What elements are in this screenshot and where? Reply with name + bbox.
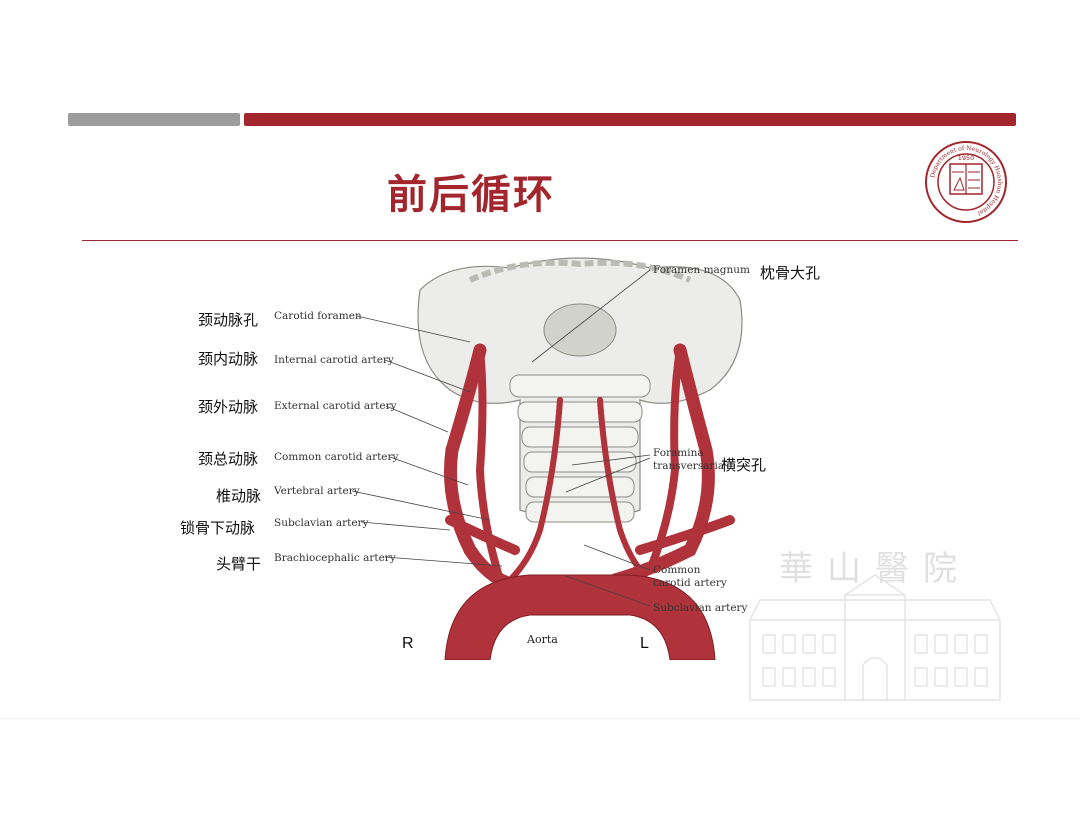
header-bar-red [244,113,1016,126]
side-marker-l: L [640,635,649,652]
footer-divider [0,718,1080,719]
aorta-label: Aorta [526,633,558,646]
slide-title: 前后循环 [387,172,555,218]
label-brachiocephalic-en: Brachiocephalic artery [274,552,396,564]
label-vertebral-cn: 椎动脉 [216,487,262,505]
logo-year: 1950 [958,154,975,162]
label-foramina-en-2: transversaria [653,460,725,472]
label-internal-carotid-cn: 颈内动脉 [198,350,259,368]
title-rule [82,240,1018,241]
label-vertebral-en: Vertebral artery [274,485,360,497]
label-brachiocephalic-cn: 头臂干 [216,555,262,573]
label-carotid-foramen-cn: 颈动脉孔 [198,311,259,329]
label-internal-carotid-en: Internal carotid artery [274,354,394,366]
label-common-carotid-cn: 颈总动脉 [198,450,259,468]
label-carotid-foramen-en: Carotid foramen [274,310,362,322]
hospital-seal-logo: Department of Neurology Huashan Hospital… [925,141,1007,223]
side-marker-r: R [402,635,414,652]
label-foramina-en-1: Foramina [653,447,704,459]
svg-text:華山醫院: 華山醫院 [779,549,971,589]
label-foramen-magnum-en: Foramen magnum [653,264,751,276]
label-subclavian-cn: 锁骨下动脉 [180,519,256,537]
label-common-carotid-en: Common carotid artery [274,451,399,463]
label-common-carotid-right-1: Common [653,564,701,576]
label-foramina-cn: 横突孔 [721,456,767,474]
label-foramen-magnum-cn: 枕骨大孔 [760,264,821,282]
label-subclavian-right: Subclavian artery [653,602,748,614]
label-external-carotid-en: External carotid artery [274,400,397,412]
header-bar-gray [68,113,240,126]
neck-artery-illustration: Aorta [417,257,743,660]
label-common-carotid-right-2: carotid artery [653,577,727,589]
hospital-watermark: 華山醫院 [749,549,1001,701]
label-subclavian-en: Subclavian artery [274,517,369,529]
label-external-carotid-cn: 颈外动脉 [198,398,259,416]
